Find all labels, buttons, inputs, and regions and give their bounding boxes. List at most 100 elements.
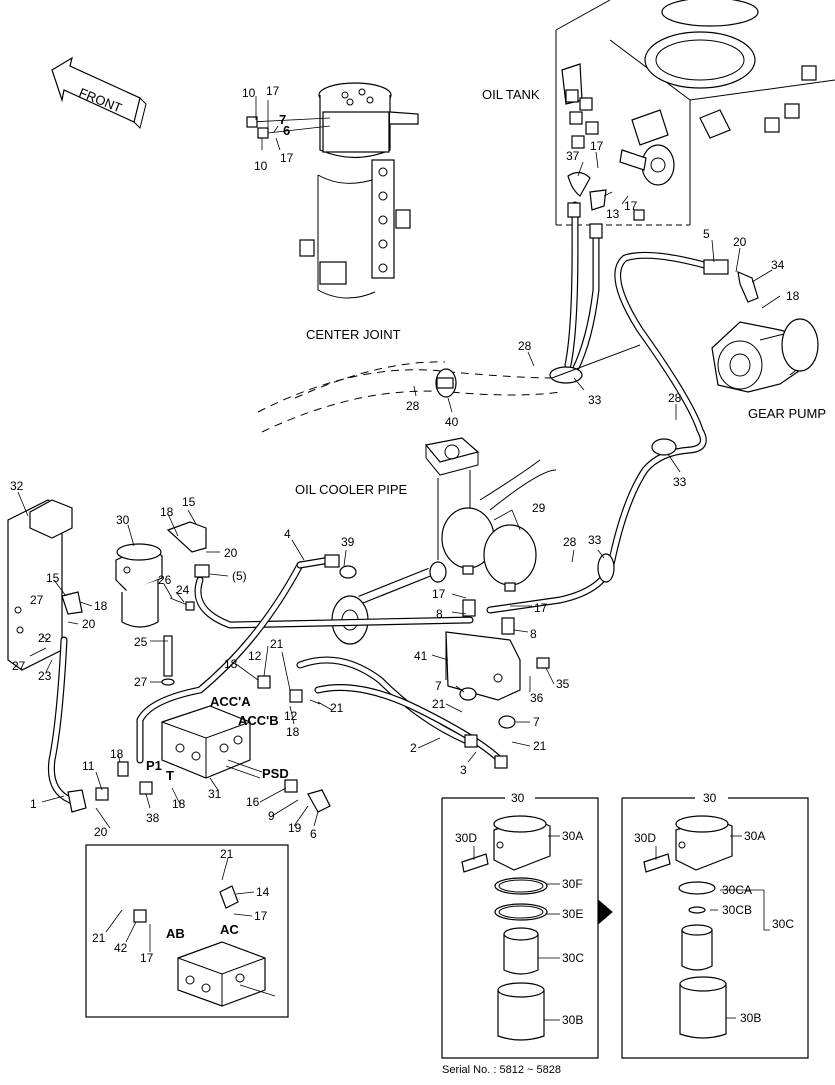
filter-detail-insets (441, 797, 809, 1059)
callout: 5 (703, 227, 710, 241)
oil-tank-title: OIL TANK (482, 87, 540, 102)
inset-left-number: 30 (511, 791, 525, 805)
callout: 31 (208, 787, 222, 801)
callout: 21 (432, 697, 446, 711)
oil-cooler-pipe-title: OIL COOLER PIPE (295, 482, 408, 497)
inset-right-30cb: 30CB (722, 903, 752, 917)
inset-left-30d: 30D (455, 831, 477, 845)
callout: 16 (246, 795, 260, 809)
port-acc-b: ACC'B (238, 713, 279, 728)
inset-left-30a: 30A (562, 829, 583, 843)
callout: 27 (134, 675, 148, 689)
callout: 30 (116, 513, 130, 527)
callout: 10 (242, 86, 256, 100)
callout: 20 (94, 825, 108, 839)
callout: 21 (330, 701, 344, 715)
callout: 35 (556, 677, 570, 691)
callout: 17 (280, 151, 294, 165)
leader-lines (17, 96, 781, 1021)
callout: 13 (606, 207, 620, 221)
oil-cooler-pipe (331, 437, 557, 645)
callout: 28 (406, 399, 420, 413)
callout: 4 (284, 527, 291, 541)
port-t: T (166, 768, 174, 783)
callout: 17 (590, 139, 604, 153)
callout: 41 (414, 649, 428, 663)
callout: 18 (160, 505, 174, 519)
callout: 7 (435, 679, 442, 693)
callout: 21 (92, 931, 106, 945)
inset-right-number: 30 (703, 791, 717, 805)
callout: 20 (224, 546, 238, 560)
callout: 21 (220, 847, 234, 861)
callout: 17 (624, 199, 638, 213)
port-p1: P1 (146, 758, 162, 773)
accumulators (441, 507, 550, 729)
callout: 23 (38, 669, 52, 683)
inset-left-30e: 30E (562, 907, 583, 921)
filter-detail-labels: 30 30D 30A 30F 30E 30C 30B 30 30D 30A 30… (455, 791, 794, 1027)
callout: 21 (270, 637, 284, 651)
callout: 28 (518, 339, 532, 353)
callout: 34 (771, 258, 785, 272)
filter-assembly (7, 499, 207, 671)
inset-right-30c: 30C (772, 917, 794, 931)
callout: 26 (158, 573, 172, 587)
left-hoses (47, 554, 508, 813)
callout: 25 (134, 635, 148, 649)
inset-right-30d: 30D (634, 831, 656, 845)
port-acc-a: ACC'A (210, 694, 251, 709)
callout: 7 (279, 112, 286, 127)
callout: 17 (140, 951, 154, 965)
callout: 28 (668, 391, 682, 405)
callout: 27 (30, 593, 44, 607)
callout: 10 (254, 159, 268, 173)
callout: 17 (534, 601, 548, 615)
callout: (5) (232, 569, 247, 583)
callout: 17 (266, 84, 280, 98)
callout: 18 (786, 289, 800, 303)
callout: 12 (284, 709, 298, 723)
callout: 33 (673, 475, 687, 489)
inset-left-30c: 30C (562, 951, 584, 965)
callout: 40 (445, 415, 459, 429)
serial-number: Serial No. : 5812 ~ 5828 (442, 1064, 561, 1076)
callout: 19 (288, 821, 302, 835)
callout: 17 (254, 909, 268, 923)
callout: 18 (110, 747, 124, 761)
inset-left-30f: 30F (562, 877, 583, 891)
callout: 29 (532, 501, 546, 515)
callout: 27 (12, 659, 26, 673)
callout: 11 (82, 759, 95, 773)
callout: 18 (224, 657, 238, 671)
callout: 17 (432, 587, 446, 601)
callout: 18 (286, 725, 300, 739)
callout: 39 (341, 535, 355, 549)
port-labels: ACC'A ACC'B P1 T PSD AB AC (146, 694, 289, 941)
callout: 42 (114, 941, 128, 955)
callout: 20 (733, 235, 747, 249)
tank-hoses (549, 171, 607, 384)
callout: 12 (248, 649, 262, 663)
callout: 15 (182, 495, 196, 509)
center-joint (246, 82, 419, 299)
port-psd: PSD (262, 766, 289, 781)
callout: 36 (530, 691, 544, 705)
oil-tank (555, 0, 835, 226)
inset-right-30ca: 30CA (722, 883, 752, 897)
callout: 6 (283, 123, 290, 138)
callout: 28 (563, 535, 577, 549)
callout: 33 (588, 393, 602, 407)
callout: 21 (533, 739, 547, 753)
callout: 2 (410, 741, 417, 755)
callout: 18 (172, 797, 186, 811)
callout: 20 (82, 617, 96, 631)
callout: 38 (146, 811, 160, 825)
callout: 37 (566, 149, 580, 163)
inset-right-30b: 30B (740, 1011, 761, 1025)
port-ab: AB (166, 926, 185, 941)
callout: 15 (46, 571, 60, 585)
callout: 14 (256, 885, 270, 899)
